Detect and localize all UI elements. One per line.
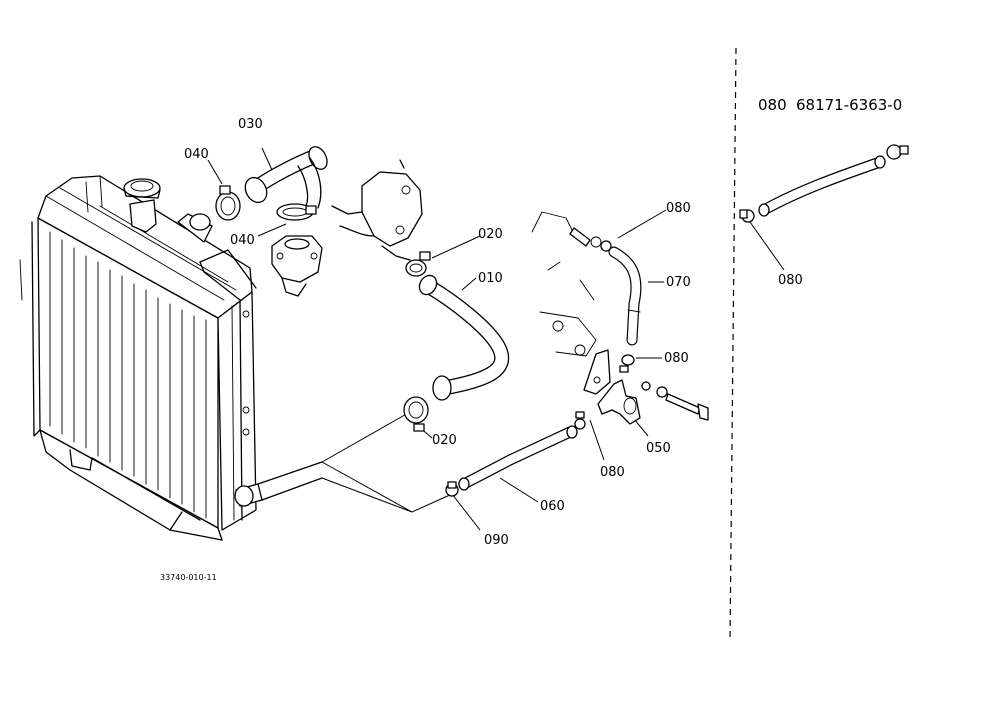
hose-010: [403, 251, 510, 432]
callout-090: 090: [484, 533, 509, 548]
callout-020-lower: 020: [432, 433, 457, 448]
callout-080-lower: 080: [600, 465, 625, 480]
callout-080-mid: 080: [664, 351, 689, 366]
callout-040-upper: 040: [184, 147, 209, 162]
upper-hose-030-group: [215, 146, 328, 297]
bypass-group: [531, 211, 709, 425]
callout-040-lower: 040: [230, 233, 255, 248]
callout-080-top: 080: [666, 201, 691, 216]
header-code: 080: [758, 96, 787, 114]
callout-030: 030: [238, 117, 263, 132]
radiator-assembly: [19, 175, 323, 541]
callout-020-upper: 020: [478, 227, 503, 242]
callout-080-right: 080: [778, 273, 803, 288]
drawing-code: 33740-010-11: [160, 573, 217, 582]
callout-050: 050: [646, 441, 671, 456]
header-part-number: 68171-6363-0: [796, 96, 902, 114]
hose-060: [445, 411, 586, 497]
engine-outlet: [331, 159, 423, 261]
callout-060: 060: [540, 499, 565, 514]
inset-hose-080: [739, 144, 909, 223]
callout-010: 010: [478, 271, 503, 286]
section-divider: [729, 47, 737, 641]
callout-070: 070: [666, 275, 691, 290]
